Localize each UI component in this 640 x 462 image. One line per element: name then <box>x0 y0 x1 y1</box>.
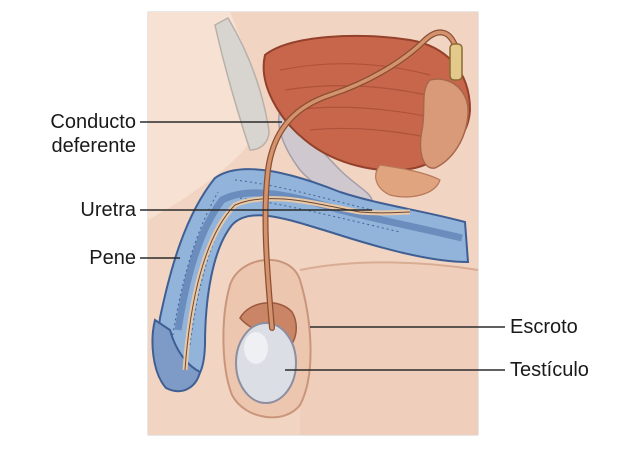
corpus-texture <box>171 179 401 346</box>
thigh-area <box>300 262 478 435</box>
seminal-vesicle <box>419 78 469 169</box>
label-conducto-line1: Conducto <box>50 111 136 133</box>
label-testiculo: Testículo <box>510 359 589 381</box>
vas-deferens-inner <box>263 30 458 330</box>
glans <box>151 318 202 393</box>
thigh-fold <box>299 261 479 271</box>
duct-cut-end <box>449 43 463 81</box>
label-escroto: Escroto <box>510 316 578 338</box>
label-conducto-line2: deferente <box>51 135 136 157</box>
corpus-inner <box>174 189 463 331</box>
pubic-bone <box>214 16 270 151</box>
label-pene: Pene <box>89 247 136 269</box>
testis <box>235 322 297 404</box>
label-conducto-deferente: Conducto deferente <box>20 110 136 158</box>
label-uretra: Uretra <box>80 199 136 221</box>
rectum <box>375 164 441 198</box>
testis-highlight <box>244 332 268 364</box>
